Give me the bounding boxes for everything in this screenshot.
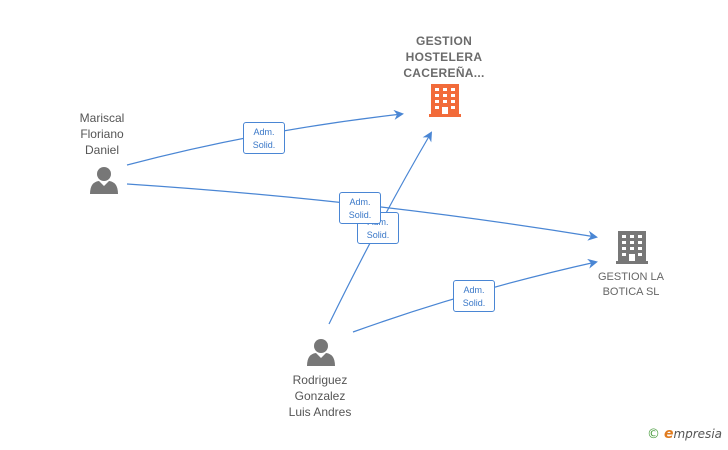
company-name-hostelera[interactable]: GESTION HOSTELERA CACEREÑA... bbox=[403, 34, 485, 80]
person-name-mariscal[interactable]: Mariscal Floriano Daniel bbox=[79, 111, 125, 157]
company-name-botica[interactable]: GESTION LA BOTICA SL bbox=[597, 271, 665, 298]
person-icon[interactable] bbox=[90, 167, 118, 194]
brand-name: mpresia bbox=[673, 427, 722, 441]
relation-badge: Adm. Solid. bbox=[453, 280, 495, 312]
brand-logo: ©empresia bbox=[647, 426, 722, 442]
relation-badge: Adm. Solid. bbox=[339, 192, 381, 224]
person-icon[interactable] bbox=[307, 339, 335, 366]
person-name-rodriguez[interactable]: Rodriguez Gonzalez Luis Andres bbox=[288, 373, 352, 419]
copyright-icon: © bbox=[646, 427, 660, 442]
brand-initial: e bbox=[663, 426, 674, 442]
building-icon[interactable] bbox=[429, 84, 461, 117]
building-icon[interactable] bbox=[616, 231, 648, 264]
relation-badge: Adm. Solid. bbox=[243, 122, 285, 154]
